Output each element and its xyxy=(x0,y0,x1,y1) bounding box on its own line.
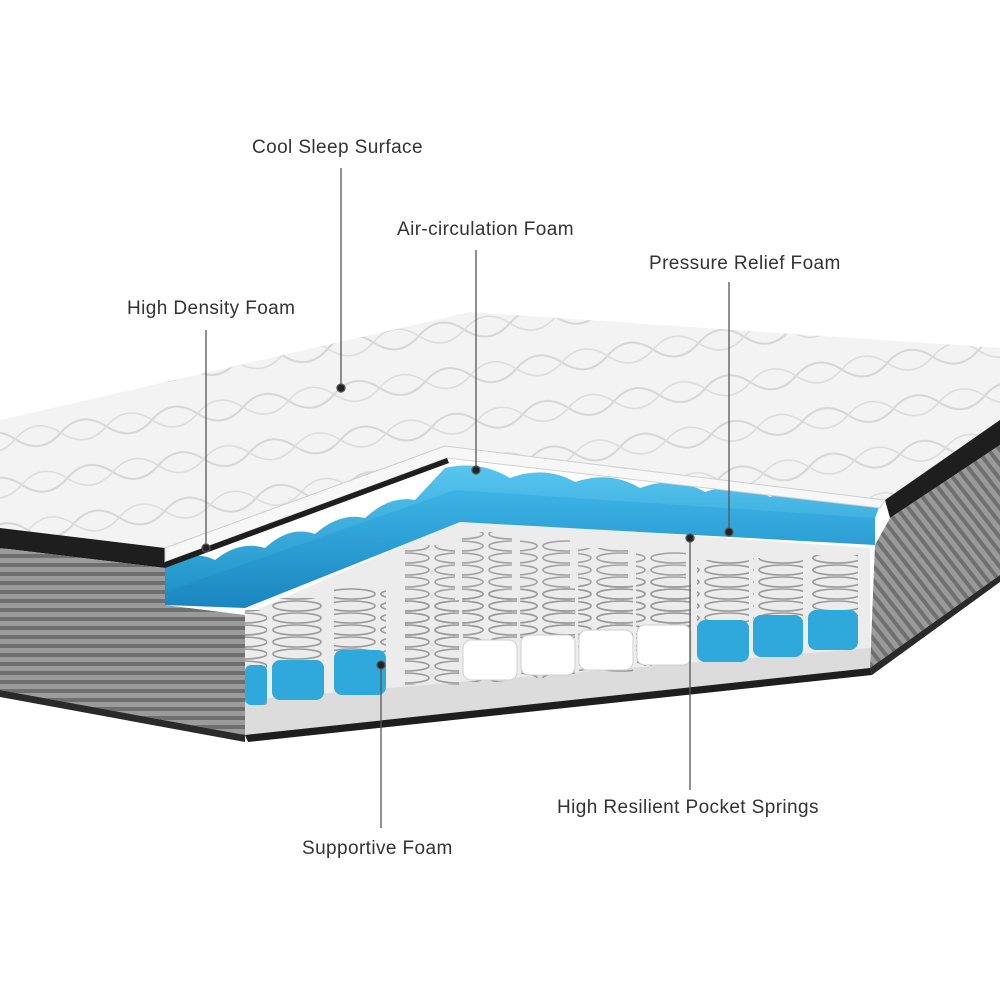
pressure-relief-dot xyxy=(724,527,734,537)
pressure-relief-foam-layer xyxy=(165,488,875,608)
mattress-top-surface xyxy=(0,312,1000,548)
high-density-dot xyxy=(201,543,211,553)
supportive-foam-dot xyxy=(376,660,386,670)
label-pressure-relief-foam: Pressure Relief Foam xyxy=(649,253,841,274)
pocket-springs xyxy=(245,532,858,705)
mattress-top-edge xyxy=(0,528,165,568)
mattress-left-border xyxy=(0,548,245,735)
label-cool-sleep-surface: Cool Sleep Surface xyxy=(252,137,423,158)
label-supportive-foam: Supportive Foam xyxy=(302,838,453,859)
label-air-circulation-foam: Air-circulation Foam xyxy=(397,219,574,240)
mattress-right-border xyxy=(870,445,1000,668)
label-pocket-springs: High Resilient Pocket Springs xyxy=(557,797,819,818)
cool-sleep-dot xyxy=(336,383,346,393)
air-circulation-foam-layer xyxy=(165,465,880,592)
pocket-springs-dot xyxy=(685,533,695,543)
air-circulation-dot xyxy=(471,465,481,475)
label-high-density-foam: High Density Foam xyxy=(127,298,296,319)
leader-lines xyxy=(201,168,734,828)
mattress-right-top-edge xyxy=(885,420,1000,518)
mattress-right-bottom-edge xyxy=(870,575,1000,675)
supportive-foam-layer xyxy=(245,648,870,735)
mattress-left-bottom-edge xyxy=(0,690,245,742)
